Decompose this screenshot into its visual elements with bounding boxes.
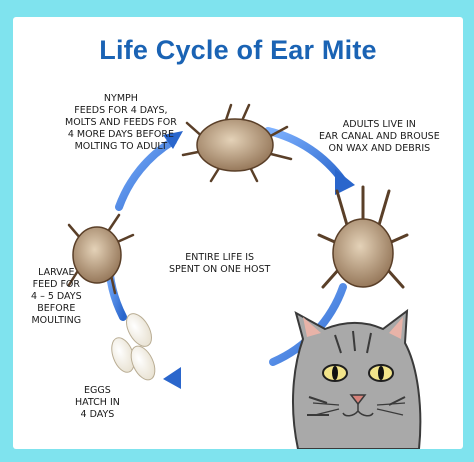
nymph-label-line: 4 MORE DAYS BEFORE <box>67 129 175 140</box>
nymph-mite-icon <box>181 103 293 183</box>
egg-icon <box>130 345 156 381</box>
larvae-label-line: MOULTING <box>31 315 82 326</box>
nymph-label: NYMPH FEEDS FOR 4 DAYS, MOLTS AND FEEDS … <box>65 93 177 153</box>
arrowhead-top <box>163 131 183 149</box>
adult-mite-icon <box>317 185 409 289</box>
adult-label: ADULTS LIVE IN EAR CANAL AND BROUSE ON W… <box>319 119 440 155</box>
center-label-line: ENTIRE LIFE IS <box>185 252 255 263</box>
larvae-label-line: BEFORE <box>37 303 76 314</box>
larvae-label-line: LARVAE <box>38 267 75 278</box>
nymph-label-line: FEEDS FOR 4 DAYS, <box>74 105 168 116</box>
eggs-label: EGGS HATCH IN 4 DAYS <box>75 385 120 421</box>
life-cycle-diagram <box>67 103 422 449</box>
cat-icon <box>292 308 422 449</box>
larvae-label: LARVAE FEED FOR 4 – 5 DAYS BEFORE MOULTI… <box>31 267 82 327</box>
larvae-label-line: 4 – 5 DAYS <box>31 291 82 302</box>
nymph-label-line: MOLTING TO ADULT <box>74 141 168 152</box>
diagram-panel: Life Cycle of Ear Mite NYMPH FEEDS FOR 4… <box>13 17 463 449</box>
eggs-label-line: EGGS <box>84 385 111 396</box>
arrowhead-bottom <box>163 367 181 389</box>
center-label: ENTIRE LIFE IS SPENT ON ONE HOST <box>169 252 270 276</box>
page-title: Life Cycle of Ear Mite <box>99 35 377 65</box>
center-label-line: SPENT ON ONE HOST <box>169 264 271 275</box>
larva-mite-icon <box>67 213 135 295</box>
eggs-group <box>111 313 156 381</box>
nymph-label-line: MOLTS AND FEEDS FOR <box>65 117 177 128</box>
eggs-label-line: 4 DAYS <box>80 409 115 420</box>
larvae-label-line: FEED FOR <box>32 279 80 290</box>
egg-icon <box>126 313 152 347</box>
arrow-larvae-to-nymph <box>115 137 177 211</box>
arrowhead-right <box>335 169 355 195</box>
nymph-label-line: NYMPH <box>103 93 138 104</box>
adult-label-line: ON WAX AND DEBRIS <box>328 143 431 154</box>
adult-label-line: EAR CANAL AND BROUSE <box>319 131 440 142</box>
eggs-label-line: HATCH IN <box>75 397 120 408</box>
adult-label-line: ADULTS LIVE IN <box>342 119 416 130</box>
